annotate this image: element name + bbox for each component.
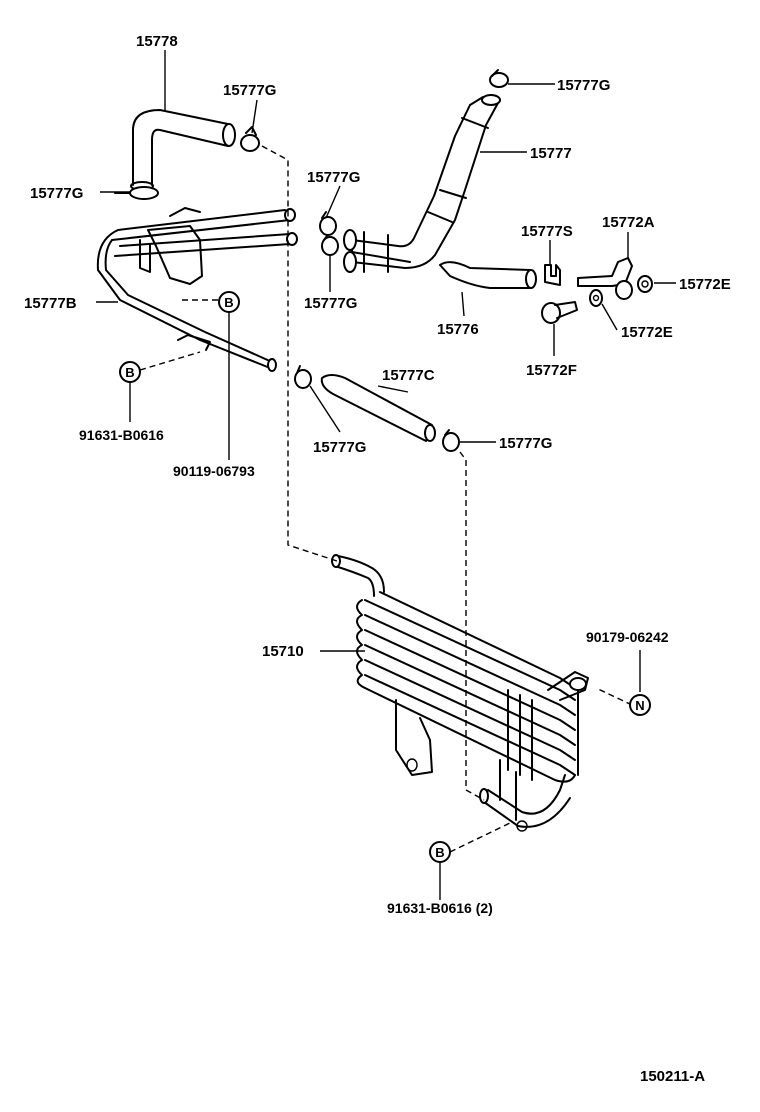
hose-15777 [343, 94, 501, 273]
clamp-15777G-b [114, 186, 159, 200]
label-90179-06242: 90179-06242 [586, 629, 669, 645]
clamp-15777G-c [319, 211, 337, 236]
label-15772E-a: 15772E [679, 276, 731, 293]
svg-text:B: B [435, 845, 444, 860]
label-15778: 15778 [136, 33, 178, 50]
hose-15776 [439, 261, 537, 289]
callout-n-1: N [629, 694, 651, 716]
callout-b-2: B [119, 361, 141, 383]
label-15710: 15710 [262, 643, 304, 660]
label-15777G-f: 15777G [313, 439, 366, 456]
callout-b-3: B [429, 841, 451, 863]
tube-assembly-15777B [96, 207, 298, 372]
label-15777G-d: 15777G [304, 295, 357, 312]
label-15776: 15776 [437, 321, 479, 338]
label-15777S: 15777S [521, 223, 573, 240]
svg-text:N: N [635, 698, 644, 713]
label-15777C: 15777C [382, 367, 435, 384]
part-labels: 15778 15777G 15777G 15777G 15777 15777G … [24, 33, 731, 1085]
hose-15777C [320, 374, 436, 442]
clamp-15777G-top [489, 69, 509, 88]
washer-15772E-b [589, 289, 603, 307]
bracket-15772A [577, 257, 653, 300]
label-15772E-b: 15772E [621, 324, 673, 341]
clip-15777S [544, 264, 561, 286]
label-90119-06793: 90119-06793 [173, 463, 255, 479]
svg-text:B: B [224, 295, 233, 310]
label-91631-B0616-2: 91631-B0616 (2) [387, 900, 493, 916]
label-15777G-g: 15777G [499, 435, 552, 452]
label-15777G-b: 15777G [30, 185, 83, 202]
hose-15778 [130, 109, 236, 191]
callout-b-1: B [218, 291, 240, 313]
label-15777G-a: 15777G [223, 82, 276, 99]
clamp-15777G-g [442, 429, 460, 452]
clamp-15777G-f [294, 365, 312, 389]
svg-text:B: B [125, 365, 134, 380]
label-15777B: 15777B [24, 295, 77, 312]
leader-lines [96, 50, 676, 900]
oil-cooler-15710 [331, 554, 589, 832]
label-15777G-c: 15777G [307, 169, 360, 186]
label-15777: 15777 [530, 145, 572, 162]
dashed-connectors [139, 145, 633, 853]
clamp-15777G-a [240, 126, 260, 152]
clamp-15777G-d [321, 235, 339, 256]
label-91631-B0616: 91631-B0616 [79, 427, 164, 443]
label-15772F: 15772F [526, 362, 577, 379]
figure-id: 150211-A [640, 1068, 705, 1085]
label-15777G-top: 15777G [557, 77, 610, 94]
label-15772A: 15772A [602, 214, 655, 231]
bolt-15772F [541, 301, 578, 324]
